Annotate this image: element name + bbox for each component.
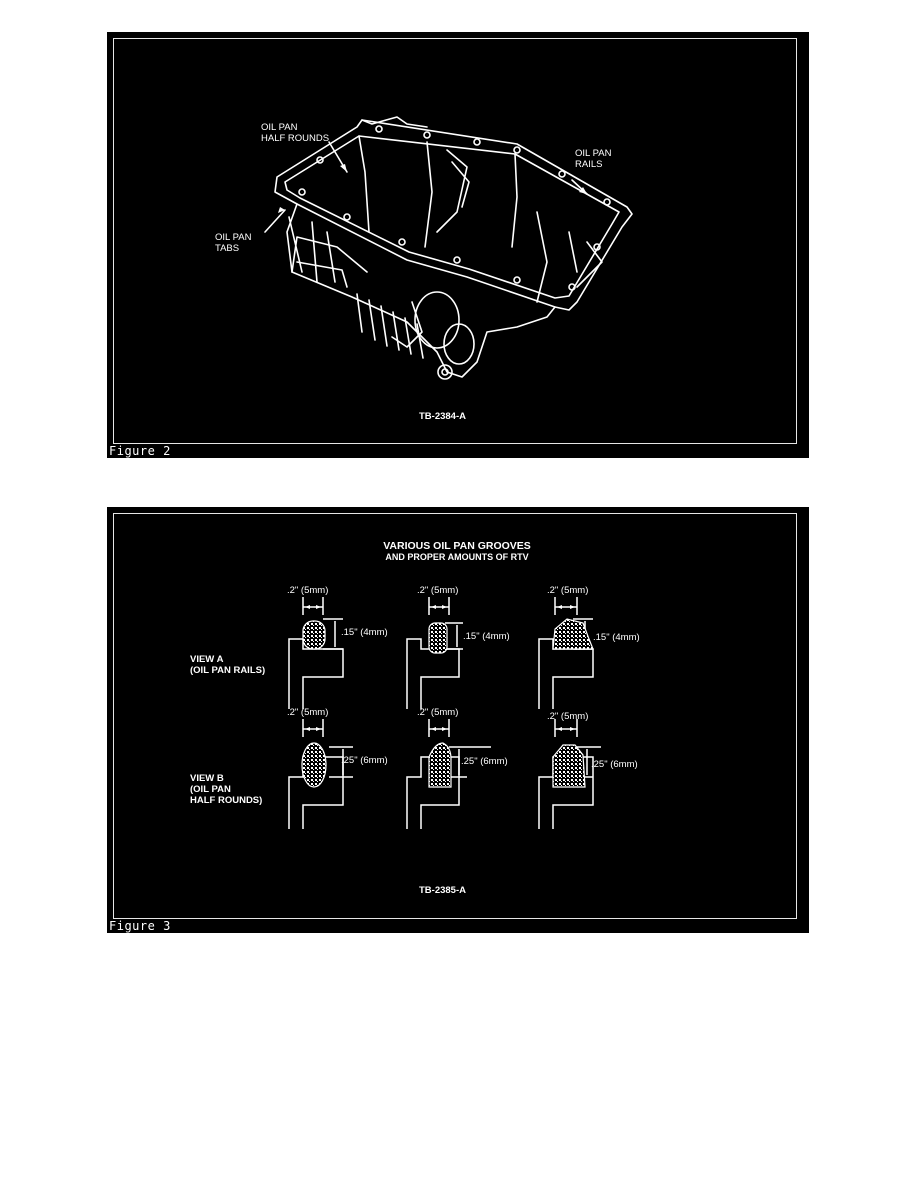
row-a-height-1: .15" (4mm) — [341, 627, 388, 638]
figure-2-frame — [113, 38, 797, 444]
row-a-width-1: .2" (5mm) — [287, 585, 329, 596]
view-b-label: VIEW B (OIL PAN HALF ROUNDS) — [190, 773, 263, 806]
figure-3-caption: Figure 3 — [109, 919, 171, 933]
row-b-width-2: .2" (5mm) — [417, 707, 459, 718]
label-rails: OIL PAN RAILS — [575, 148, 612, 170]
row-b-height-1: .25" (6mm) — [341, 755, 388, 766]
label-half-rounds: OIL PAN HALF ROUNDS — [261, 122, 330, 144]
view-a-label: VIEW A (OIL PAN RAILS) — [190, 654, 266, 676]
oil-pan-illustration — [264, 116, 633, 380]
figure-3-code: TB-2385-A — [419, 885, 466, 896]
row-a-width-3: .2" (5mm) — [547, 585, 589, 596]
figure-3-title: VARIOUS OIL PAN GROOVES — [383, 540, 531, 552]
label-tabs: OIL PAN TABS — [215, 232, 252, 254]
row-a-width-2: .2" (5mm) — [417, 585, 459, 596]
figure-2: OIL PAN HALF ROUNDS OIL PAN RAILS OIL PA… — [107, 32, 809, 458]
figure-3-subtitle: AND PROPER AMOUNTS OF RTV — [385, 552, 529, 562]
row-b-width-1: .2" (5mm) — [287, 707, 329, 718]
row-b-height-3: .25" (6mm) — [591, 759, 638, 770]
row-b-width-3: .2" (5mm) — [547, 711, 589, 722]
figure-3: VARIOUS OIL PAN GROOVES AND PROPER AMOUN… — [107, 507, 809, 933]
figure-3-frame — [113, 513, 797, 919]
row-a-height-2: .15" (4mm) — [463, 631, 510, 642]
groove-diagrams — [288, 597, 601, 829]
row-b-height-2: .25" (6mm) — [461, 756, 508, 767]
figure-2-code: TB-2384-A — [419, 411, 466, 422]
row-a-height-3: .15" (4mm) — [593, 632, 640, 643]
figure-2-caption: Figure 2 — [109, 444, 171, 458]
